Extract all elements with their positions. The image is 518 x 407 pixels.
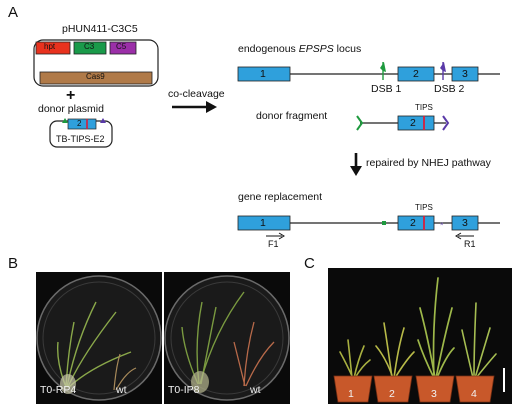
fragment-exon-2 [397, 115, 435, 131]
locus-title: endogenous EPSPS locus [238, 44, 361, 55]
panel-b-letter: B [8, 255, 19, 272]
pot-3-label: 3 [431, 388, 437, 400]
replacement-exon-1 [237, 215, 291, 231]
petri-dish-right [164, 275, 290, 401]
nhej-label: repaired by NHEJ pathway [366, 157, 491, 169]
fragment-left-cut-icon [356, 115, 364, 131]
hpt-cassette [35, 41, 71, 55]
donor-plasmid-title: donor plasmid [38, 103, 104, 115]
panel-b-right-line-label: T0-IP8 [168, 384, 200, 396]
panel-b-left-line-label: T0-RP4 [40, 384, 77, 396]
locus-exon-2-label: 2 [413, 68, 419, 80]
panel-a-letter: A [8, 4, 19, 21]
dsb2-label: DSB 2 [434, 83, 465, 95]
plasmid-backbone [33, 39, 159, 87]
c5-cassette [109, 41, 137, 55]
gene-replacement-title: gene replacement [238, 191, 323, 203]
donor-fragment-title: donor fragment [256, 110, 328, 122]
panel-b-left-wt-label: wt [116, 384, 127, 396]
pot-1-label: 1 [348, 388, 354, 400]
pot-4 [455, 375, 495, 403]
locus-title-prefix: endogenous [238, 43, 299, 55]
panel-b-right-photo: T0-IP8 wt [164, 272, 290, 404]
co-cleavage-label: co-cleavage [168, 88, 225, 100]
svg-text:×: × [440, 222, 444, 228]
replacement-exon-3 [451, 215, 479, 231]
fragment-right-cut-icon [442, 115, 450, 131]
donor-insert-label: 2 [77, 119, 82, 128]
replacement-exon-2 [397, 215, 435, 231]
locus-exon-1-label: 1 [260, 68, 266, 80]
c3-label: C3 [84, 42, 95, 51]
pot-2 [373, 375, 413, 403]
locus-gene-name: EPSPS [298, 43, 334, 55]
primer-r1-label: R1 [464, 239, 476, 249]
panel-c-photo: 1 2 3 4 [328, 268, 512, 404]
donor-fragment-tips: TIPS [415, 103, 433, 112]
pot-1 [333, 375, 373, 403]
panel-a-diagram: × [33, 39, 500, 240]
cas9-cassette [39, 71, 153, 85]
primer-f1-label: F1 [268, 239, 279, 249]
replacement-exon-1-label: 1 [260, 217, 266, 229]
locus-exon-1 [237, 66, 291, 82]
panel-b-right-wt-label: wt [250, 384, 261, 396]
plasmid-name: pHUN411-C3C5 [62, 23, 138, 35]
replacement-exon-2-label: 2 [410, 217, 416, 229]
c5-label: C5 [116, 42, 127, 51]
cas9-label: Cas9 [86, 72, 105, 81]
hpt-label: hpt [44, 42, 56, 51]
replacement-tips: TIPS [415, 203, 433, 212]
c3-cassette [73, 41, 107, 55]
pot-3 [415, 375, 455, 403]
locus-exon-3 [451, 66, 479, 82]
locus-title-suffix: locus [333, 43, 362, 55]
plus-sign: + [66, 87, 76, 104]
locus-exon-2 [397, 66, 435, 82]
locus-exon-3-label: 3 [462, 68, 468, 80]
petri-dish-left [36, 275, 162, 401]
donor-exon2-box [67, 118, 97, 130]
pot-4-label: 4 [471, 388, 477, 400]
potted-plants [333, 277, 505, 403]
replacement-exon-3-label: 3 [462, 217, 468, 229]
donor-plasmid-name: TB-TIPS-E2 [56, 134, 105, 144]
fragment-exon-2-label: 2 [410, 117, 416, 129]
panel-c-letter: C [304, 255, 315, 272]
panel-b-left-photo: T0-RP4 wt [36, 272, 162, 404]
dsb1-label: DSB 1 [371, 83, 402, 95]
pot-2-label: 2 [389, 388, 395, 400]
